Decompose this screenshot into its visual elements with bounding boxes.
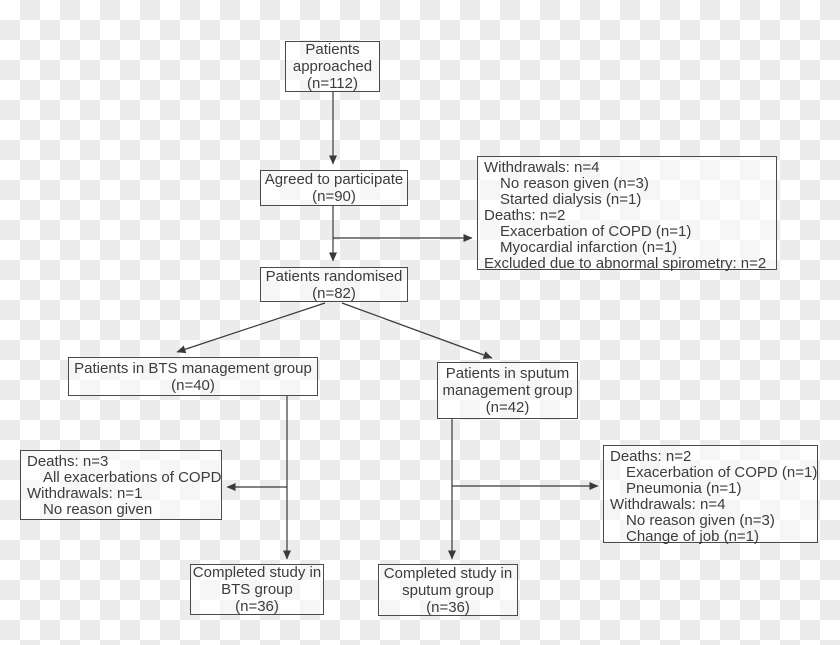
text-line: (n=36) bbox=[235, 598, 279, 615]
box-withdrawals-exclusions: Withdrawals: n=4 No reason given (n=3) S… bbox=[477, 156, 777, 272]
text-line: Withdrawals: n=1 bbox=[27, 485, 143, 502]
text-line: Agreed to participate bbox=[264, 171, 404, 188]
text-line: BTS group bbox=[221, 581, 293, 598]
text-line: Started dialysis (n=1) bbox=[500, 191, 642, 208]
box-completed-sputum: Completed study in sputum group (n=36) bbox=[378, 564, 518, 616]
connector-randomised-to-sputum bbox=[341, 302, 493, 359]
text-line: (n=90) bbox=[312, 188, 356, 205]
text-line: management group bbox=[442, 382, 573, 399]
text-line: (n=40) bbox=[171, 376, 215, 394]
text-line: (n=42) bbox=[485, 399, 530, 416]
text-line: No reason given bbox=[43, 501, 153, 518]
text-line: Patients bbox=[305, 41, 360, 58]
box-bts-losses: Deaths: n=3 All exacerbations of COPD Wi… bbox=[20, 450, 222, 520]
box-sputum-losses: Deaths: n=2 Exacerbation of COPD (n=1) P… bbox=[603, 445, 818, 545]
box-patients-approached: Patients approached (n=112) bbox=[285, 41, 380, 92]
text-line: Withdrawals: n=4 bbox=[484, 159, 600, 176]
text-line: (n=112) bbox=[306, 75, 358, 92]
text-line: Pneumonia (n=1) bbox=[626, 480, 742, 497]
text-line: Deaths: n=3 bbox=[27, 453, 109, 470]
text-line: Patients randomised bbox=[265, 267, 403, 285]
box-sputum-group: Patients in sputum management group (n=4… bbox=[437, 362, 578, 419]
text-line: sputum group bbox=[402, 581, 494, 599]
text-line: Exacerbation of COPD (n=1) bbox=[626, 464, 818, 481]
text-line: No reason given (n=3) bbox=[626, 512, 775, 529]
text-line: Deaths: n=2 bbox=[484, 207, 566, 224]
box-completed-bts: Completed study in BTS group (n=36) bbox=[190, 564, 324, 615]
text-line: Patients in sputum bbox=[445, 365, 570, 382]
box-patients-randomised: Patients randomised (n=82) bbox=[260, 267, 408, 302]
text-line: Deaths: n=2 bbox=[610, 448, 692, 465]
box-bts-group: Patients in BTS management group (n=40) bbox=[68, 357, 318, 396]
text-line: approached bbox=[292, 58, 373, 75]
connector-randomised-to-bts bbox=[176, 302, 326, 354]
text-line: Excluded due to abnormal spirometry: n=2 bbox=[484, 255, 767, 272]
text-line: Exacerbation of COPD (n=1) bbox=[500, 223, 692, 240]
text-line: Myocardial infarction (n=1) bbox=[500, 239, 678, 256]
text-line: (n=82) bbox=[312, 284, 356, 302]
text-line: Withdrawals: n=4 bbox=[610, 496, 726, 513]
text-line: No reason given (n=3) bbox=[500, 175, 649, 192]
box-agreed-to-participate: Agreed to participate (n=90) bbox=[260, 170, 408, 206]
text-line: Completed study in bbox=[383, 564, 513, 582]
text-line: Patients in BTS management group bbox=[74, 359, 312, 377]
text-line: (n=36) bbox=[426, 598, 470, 616]
text-line: Completed study in bbox=[192, 564, 322, 581]
text-line: All exacerbations of COPD bbox=[43, 469, 222, 486]
text-line: Change of job (n=1) bbox=[626, 528, 760, 545]
